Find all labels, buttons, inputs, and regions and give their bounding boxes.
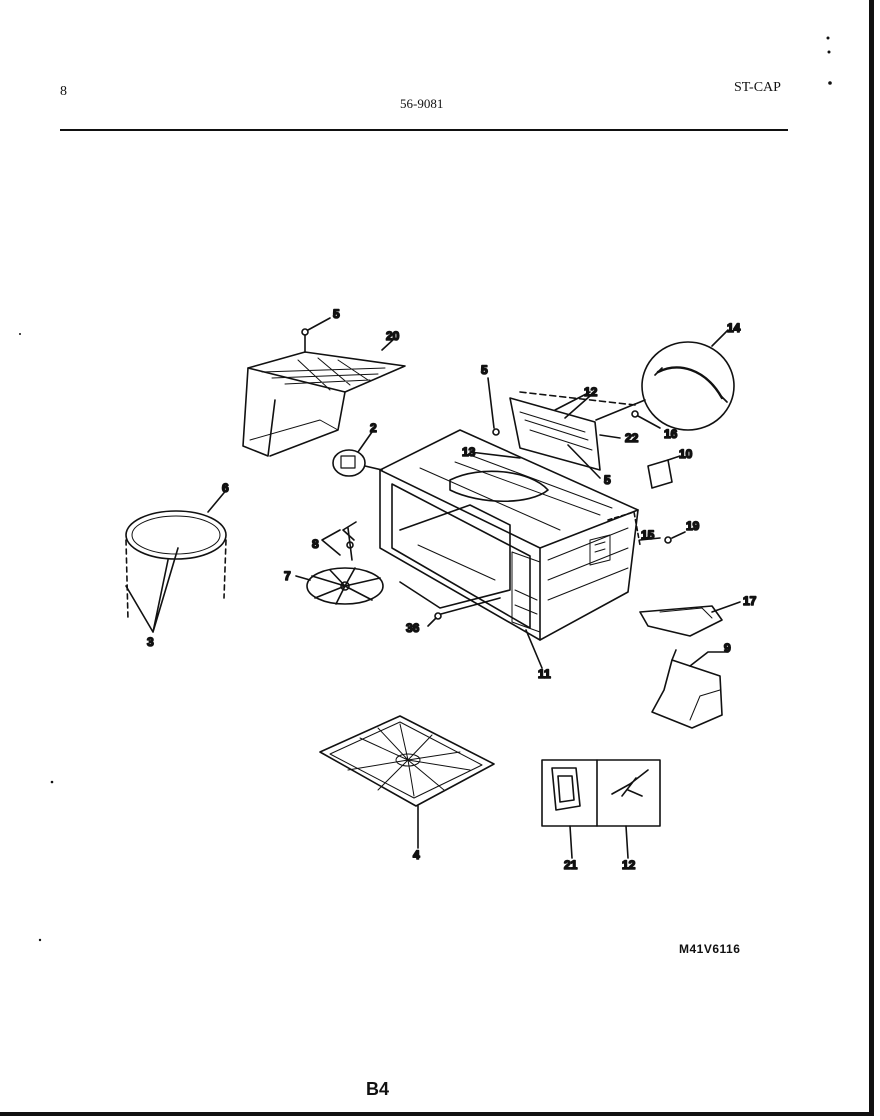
callout-3: 3: [147, 635, 154, 649]
part-5-screw-a: [301, 317, 331, 353]
callout-36: 36: [406, 621, 420, 635]
callout-7: 7: [284, 569, 291, 583]
part-4-tray: [319, 715, 495, 849]
part-cavity-assembly: [379, 429, 639, 641]
callout-17: 17: [743, 594, 757, 608]
part-2-label: [332, 431, 383, 477]
callout-19: 19: [686, 519, 700, 533]
part-7-fan: [295, 567, 384, 605]
callout-5c: 5: [604, 473, 611, 487]
part-14-detail: [595, 329, 735, 431]
part-17-duct: [639, 601, 741, 637]
part-3-leaders: [125, 547, 179, 633]
leader-13: [469, 451, 521, 459]
part-16-screw: [631, 410, 661, 429]
callout-15: 15: [641, 528, 655, 542]
section-code: ST-CAP: [734, 80, 781, 95]
callout-5a: 5: [333, 307, 340, 321]
part-10-bracket: [647, 455, 681, 489]
callout-20: 20: [386, 329, 400, 343]
callout-14: 14: [727, 321, 741, 335]
part-21-12-box: [541, 759, 661, 859]
leader-5c: [567, 444, 601, 479]
callout-10: 10: [679, 447, 693, 461]
callout-22: 22: [625, 431, 639, 445]
part-36-screw: [427, 597, 501, 627]
leader-20: [381, 337, 396, 351]
part-5-screw-b: [487, 377, 500, 436]
callout-8: 8: [312, 537, 319, 551]
part-9-motor-bracket: [651, 649, 729, 729]
page-number: 8: [60, 84, 67, 99]
part-8-fan-clip: [321, 521, 357, 561]
part-15-19: [607, 511, 686, 546]
callout-12a: 12: [584, 385, 598, 399]
part-20-vent-panel: [242, 351, 406, 457]
callout-6: 6: [222, 481, 229, 495]
header-rule: [60, 129, 788, 131]
scan-specks: [19, 36, 832, 942]
part-12-22-bracket: [509, 391, 636, 471]
callout-11: 11: [538, 667, 551, 681]
callout-5b: 5: [481, 363, 488, 377]
callout-21: 21: [564, 858, 578, 872]
model-code: M41V6116: [679, 942, 741, 956]
document-number: 56-9081: [400, 96, 444, 111]
callout-13: 13: [462, 445, 476, 459]
callout-12b: 12: [622, 858, 636, 872]
callout-4: 4: [413, 848, 420, 862]
callout-2: 2: [370, 421, 377, 435]
leader-11: [525, 629, 543, 669]
page-code: B4: [366, 1079, 390, 1099]
callout-9: 9: [724, 641, 731, 655]
callout-16: 16: [664, 427, 678, 441]
